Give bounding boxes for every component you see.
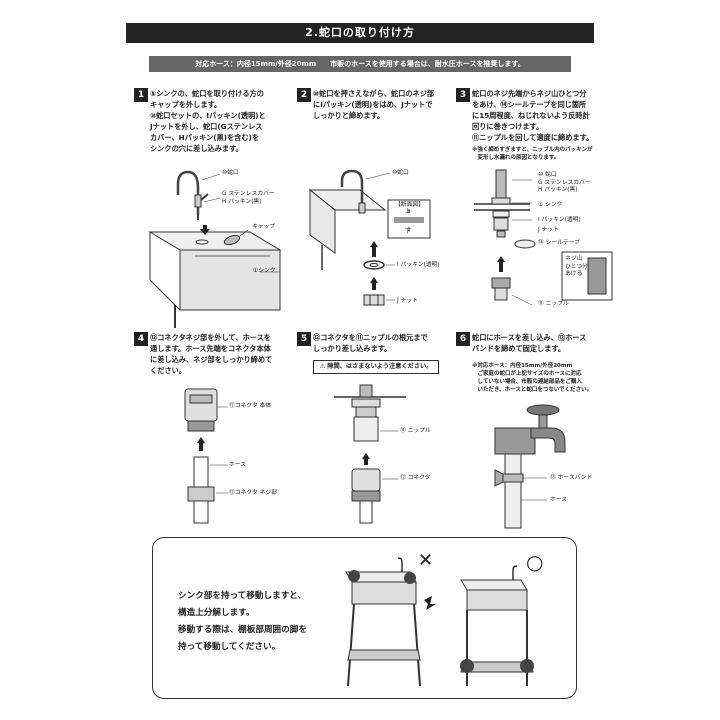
step-4-text: ⑫コネクタネジ部を外して、ホースを 通します。ホース先端をコネクタ本体 に差し込… xyxy=(150,333,273,375)
step-3-label-thread: ネジ山 ひとつ分 あける xyxy=(565,256,588,277)
step-3-label-nut: J ナット xyxy=(538,227,559,233)
step-1-label-cover: G ステンレスカバー H パッキン(黒) xyxy=(222,191,275,205)
step-3-number: 3 xyxy=(456,88,470,102)
step-5-label-connector: ⑫ コネクタ xyxy=(400,475,431,481)
step-4-label-hose: ホース xyxy=(229,462,247,468)
step-3-label-sink: ① シンク xyxy=(538,202,563,208)
step-4-label-connector-screw: ⑫コネクタ ネジ部 xyxy=(229,490,277,496)
step-5-label-nipple: ⑪ ニップル xyxy=(400,428,431,434)
step-1-label-cap: キャップ xyxy=(252,224,276,230)
step-6-text: 蛇口にホースを差し込み、⑬ホース バンドを締めて固定します。 xyxy=(472,333,587,353)
step-1-number: 1 xyxy=(134,88,148,102)
step-5-illustration xyxy=(334,384,406,524)
step-4-number: 4 xyxy=(134,332,148,346)
step-3-note: ※強く締めすぎますと、ニップル内のパッキンが 変形し水漏れの原因となります。 xyxy=(472,147,593,161)
step-3-label-packing: I パッキン(透明) xyxy=(538,217,581,223)
step-3-illustration xyxy=(474,169,613,306)
right-mark: ○ xyxy=(526,550,544,574)
step-6-illustration xyxy=(494,404,566,529)
carry-warning-frame xyxy=(152,537,577,699)
carry-warning-text: シンク部を持って移動しますと、 構造上分解します。 移動する際は、棚板部周囲の脚… xyxy=(178,591,307,652)
wrong-carry-illustration xyxy=(345,557,436,687)
step-2-label-up: 上 xyxy=(405,209,411,215)
step-3-label-faucet-parts: ⑩ 蛇口 G ステンレスカバー H パッキン(黒) xyxy=(538,172,591,193)
step-6-label-band: ⑬ ホースバンド xyxy=(550,475,593,481)
hose-notice: 対応ホース：内径15mm/外径20mm 市販のホースを使用する場合は、耐水圧ホー… xyxy=(149,56,571,72)
step-2-label-faucet: ⑩蛇口 xyxy=(392,170,409,176)
step-2-label-section: 【断面図】 xyxy=(395,202,424,208)
step-3-label-nipple: ⑪ ニップル xyxy=(538,301,569,307)
step-4-label-connector-body: ⑫コネクタ 本体 xyxy=(229,403,272,409)
step-2-label-down: 下 xyxy=(405,229,411,235)
step-5-text: ⑫コネクタを⑪ニップルの根元まで しっかり差し込みます。 xyxy=(313,333,428,353)
wrong-mark: ✕ xyxy=(418,550,434,571)
step-5-warning: ⚠ 隙間、はさまないよう注意ください。 xyxy=(313,360,439,374)
step-2-label-packing: I パッキン(透明) xyxy=(397,262,440,268)
step-3-label-tape: ⑭ シールテープ xyxy=(538,240,581,246)
step-2-text: ⑩蛇口を押さえながら、蛇口のネジ部 にIパッキン(透明)をはめ、Jナットで しっ… xyxy=(313,89,435,120)
right-carry-illustration xyxy=(460,565,534,686)
step-1-label-sink: ①シンク xyxy=(253,268,276,274)
step-2-label-nut: J ナット xyxy=(397,298,418,304)
step-2-number: 2 xyxy=(297,88,311,102)
step-1-illustration xyxy=(148,170,282,328)
step-5-number: 5 xyxy=(297,332,311,346)
step-1-text: ⑤シンクの、蛇口を取り付ける方の キャップを外します。 ⑩蛇口セットの、Iパッキ… xyxy=(150,89,266,153)
page-title: 2.蛇口の取り付け方 xyxy=(126,23,594,43)
step-1-label-faucet: ⑩蛇口 xyxy=(222,170,239,176)
step-6-label-hose: ホース xyxy=(550,497,568,503)
step-3-text: 蛇口のネジ先端からネジ山ひとつ分 をあけ、⑭シールテープを同じ箇所 に15周程度… xyxy=(472,89,594,142)
step-6-number: 6 xyxy=(456,332,470,346)
step-2-illustration xyxy=(308,169,431,306)
step-6-note: ※対応ホース：内径15mm/外径20mm ご家庭の蛇口が上記サイズのホースに対応… xyxy=(472,363,593,393)
step-4-illustration xyxy=(184,388,228,524)
